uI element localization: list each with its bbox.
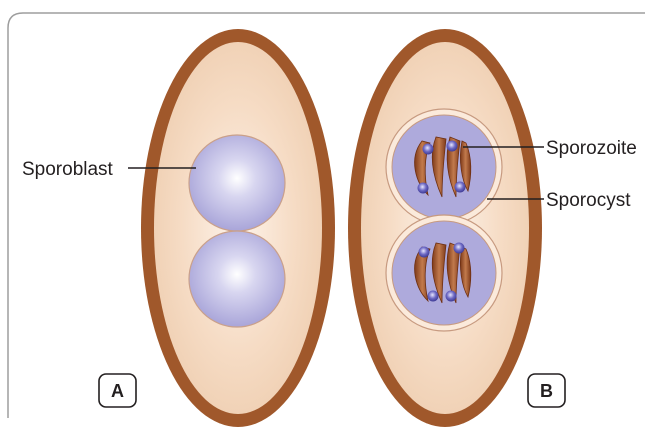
sporoblast-bottom	[189, 231, 285, 327]
sporocyst-label: Sporocyst	[546, 190, 631, 211]
panel-b-marker: B	[528, 374, 565, 407]
sporocyst-top	[386, 109, 502, 225]
figure-frame-top	[8, 13, 645, 28]
panel-a-marker: A	[99, 374, 136, 407]
sporoblast-top	[189, 135, 285, 231]
sporocyst-bottom	[386, 215, 502, 331]
sporoblast-label: Sporoblast	[22, 159, 114, 180]
panel-a-label: A	[111, 381, 124, 401]
sporozoite-label: Sporozoite	[546, 138, 637, 159]
panel-b-label: B	[540, 381, 553, 401]
